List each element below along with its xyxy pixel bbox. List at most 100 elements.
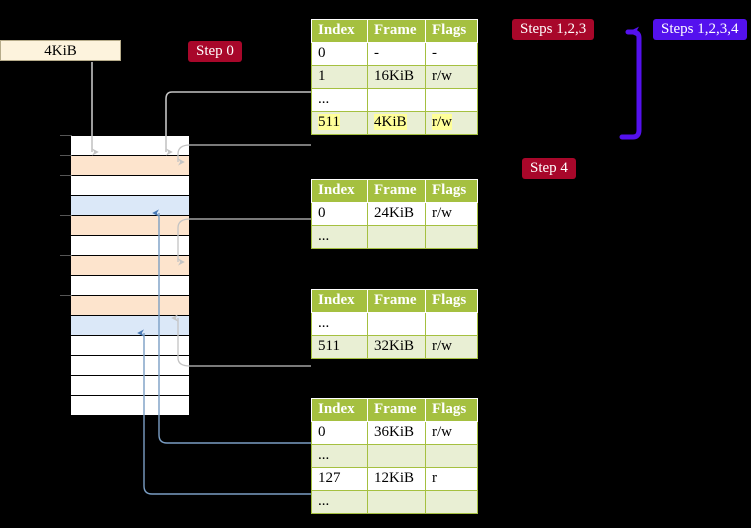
memory-row	[71, 336, 189, 356]
column-header-flags: Flags	[425, 19, 478, 43]
cell-index: ...	[311, 490, 368, 514]
table-row: ...	[311, 312, 478, 336]
cell-index: 0	[311, 421, 368, 445]
column-header-index: Index	[311, 19, 368, 43]
cell-flags: r/w	[425, 202, 478, 226]
memory-row	[71, 256, 189, 276]
step-0-label: Step 0	[196, 43, 234, 59]
column-header-index: Index	[311, 289, 368, 313]
cell-frame	[367, 490, 426, 514]
cell-index: ...	[311, 225, 368, 249]
steps-1234-bracket-arrow	[619, 26, 642, 140]
memory-row	[71, 316, 189, 336]
steps-1234-badge: Steps 1,2,3,4	[653, 19, 747, 40]
step-0-badge: Step 0	[188, 41, 242, 62]
cell-frame	[367, 312, 426, 336]
cell-index: 127	[311, 467, 368, 491]
table-row: 127 12KiB r	[311, 467, 478, 491]
cell-index: 0	[311, 202, 368, 226]
table-row: ...	[311, 88, 478, 112]
memory-row	[71, 236, 189, 256]
cell-frame: 4KiB	[367, 111, 426, 135]
steps-123-badge: Steps 1,2,3	[512, 19, 595, 40]
cell-index: ...	[311, 312, 368, 336]
cell-frame: 16KiB	[367, 65, 426, 89]
page-table-level-4: Index Frame Flags 0 36KiB r/w ... 127 12…	[311, 398, 478, 514]
memory-row	[71, 396, 189, 415]
memory-tick	[60, 215, 72, 216]
cell-flags: r	[425, 467, 478, 491]
table-row: ...	[311, 490, 478, 514]
memory-tick	[60, 295, 72, 296]
memory-row	[71, 136, 189, 156]
table-header-row: Index Frame Flags	[311, 179, 478, 203]
cell-flags	[425, 490, 478, 514]
cell-flags: r/w	[425, 65, 478, 89]
cell-index: 511	[311, 111, 368, 135]
memory-row	[71, 176, 189, 196]
cell-frame: 24KiB	[367, 202, 426, 226]
cell-flags: r/w	[425, 111, 478, 135]
page-table-level-1: Index Frame Flags 0 - - 1 16KiB r/w ...	[311, 19, 478, 135]
table-row: 0 36KiB r/w	[311, 421, 478, 445]
table-row: 0 - -	[311, 42, 478, 66]
memory-row	[71, 296, 189, 316]
cell-index: ...	[311, 444, 368, 468]
memory-tick	[60, 155, 72, 156]
column-header-flags: Flags	[425, 289, 478, 313]
memory-tick	[60, 135, 72, 136]
memory-tick	[60, 255, 72, 256]
page-table-level-3: Index Frame Flags ... 511 32KiB r/w	[311, 289, 478, 359]
cell-index: 1	[311, 65, 368, 89]
memory-row	[71, 356, 189, 376]
cell-flags: -	[425, 42, 478, 66]
step-4-label: Step 4	[530, 160, 568, 176]
table-row: ...	[311, 444, 478, 468]
column-header-frame: Frame	[367, 19, 426, 43]
cell-frame: 36KiB	[367, 421, 426, 445]
table-header-row: Index Frame Flags	[311, 19, 478, 43]
physical-memory-column	[70, 135, 190, 416]
cell-flags: r/w	[425, 421, 478, 445]
cell-index: ...	[311, 88, 368, 112]
cell-frame: 32KiB	[367, 335, 426, 359]
table-row: ...	[311, 225, 478, 249]
steps-1234-label: Steps 1,2,3,4	[661, 21, 739, 37]
cell-index: 0	[311, 42, 368, 66]
frame-size-box: 4KiB	[0, 40, 121, 61]
steps-123-label: Steps 1,2,3	[520, 21, 587, 37]
cell-flags	[425, 312, 478, 336]
cell-index: 511	[311, 335, 368, 359]
column-header-flags: Flags	[425, 179, 478, 203]
table-row: 511 32KiB r/w	[311, 335, 478, 359]
memory-row	[71, 216, 189, 236]
cell-frame	[367, 225, 426, 249]
memory-row	[71, 376, 189, 396]
page-table-level-2: Index Frame Flags 0 24KiB r/w ...	[311, 179, 478, 249]
table-row: 1 16KiB r/w	[311, 65, 478, 89]
cell-flags	[425, 88, 478, 112]
cell-frame: -	[367, 42, 426, 66]
column-header-flags: Flags	[425, 398, 478, 422]
memory-row	[71, 276, 189, 296]
table-header-row: Index Frame Flags	[311, 289, 478, 313]
cell-frame	[367, 88, 426, 112]
memory-tick	[60, 175, 72, 176]
cell-flags-text: r/w	[432, 114, 452, 130]
column-header-frame: Frame	[367, 289, 426, 313]
memory-row	[71, 156, 189, 176]
cell-frame: 12KiB	[367, 467, 426, 491]
step-4-badge: Step 4	[522, 158, 576, 179]
column-header-index: Index	[311, 179, 368, 203]
table-header-row: Index Frame Flags	[311, 398, 478, 422]
cell-frame	[367, 444, 426, 468]
cell-index-text: 511	[318, 114, 340, 130]
column-header-index: Index	[311, 398, 368, 422]
cell-flags: r/w	[425, 335, 478, 359]
cell-flags	[425, 444, 478, 468]
column-header-frame: Frame	[367, 398, 426, 422]
column-header-frame: Frame	[367, 179, 426, 203]
table-row-highlighted: 511 4KiB r/w	[311, 111, 478, 135]
cell-flags	[425, 225, 478, 249]
